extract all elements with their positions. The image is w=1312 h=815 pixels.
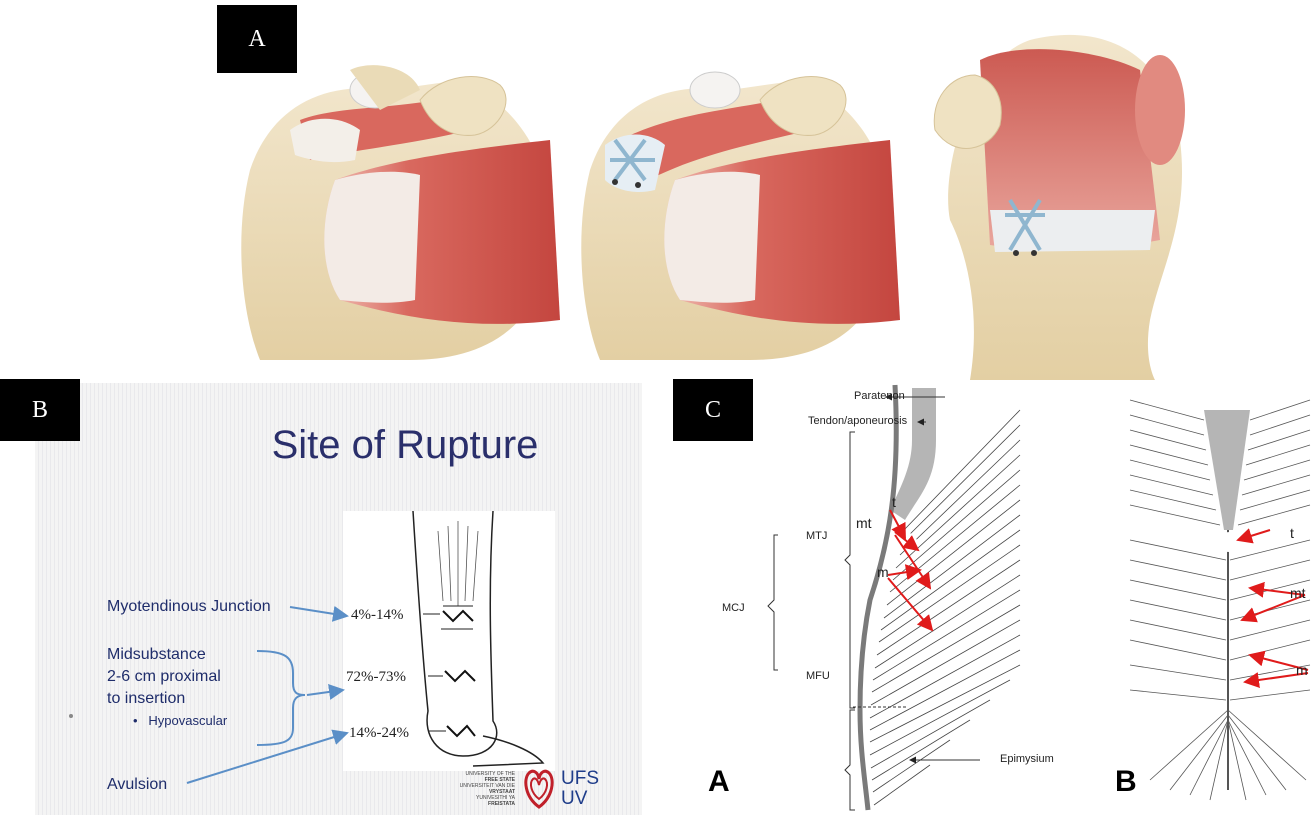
label-t-b: t xyxy=(1290,525,1294,541)
arrow-midsubstance xyxy=(307,690,343,695)
shoulder-figure-3 xyxy=(934,35,1185,380)
panel-b-slide: Site of Rupture Myotendinous Junction Mi… xyxy=(35,383,642,815)
label-m-a: m xyxy=(877,564,889,580)
label-mtj: MTJ xyxy=(806,530,827,542)
figure-a-mtj xyxy=(768,385,1020,810)
ufs-logo-small-text: UNIVERSITY OF THE FREE STATE UNIVERSITEI… xyxy=(453,771,515,807)
label-mfu: MFU xyxy=(806,670,830,682)
panel-b-arrows xyxy=(35,383,642,815)
label-m-b: m xyxy=(1296,662,1308,678)
shoulder-figure-1 xyxy=(241,65,560,360)
ufs-logo-text-2: UV xyxy=(561,789,587,809)
label-t-a: t xyxy=(892,494,896,510)
label-epimysium: Epimysium xyxy=(1000,753,1054,765)
figure-b-pennate xyxy=(1130,400,1310,800)
ufs-logo-mark xyxy=(521,769,557,809)
shoulder-figure-2 xyxy=(581,72,900,360)
panel-c-diagram xyxy=(690,380,1312,815)
arrow-avulsion xyxy=(187,733,347,783)
figure-a-letter: A xyxy=(708,765,730,799)
figure-b-letter: B xyxy=(1115,765,1137,799)
label-mt-b: mt xyxy=(1290,585,1306,601)
label-paratenon: Paratenon xyxy=(854,390,905,402)
arrow-myotendinous xyxy=(290,607,347,616)
slide-dot xyxy=(69,714,73,718)
panel-b-badge: B xyxy=(0,379,80,441)
label-mt-a: mt xyxy=(856,515,872,531)
label-mcj: MCJ xyxy=(722,602,745,614)
panel-a-illustration xyxy=(230,20,1312,380)
label-tendon-aponeurosis: Tendon/aponeurosis xyxy=(808,415,907,427)
brace-midsubstance xyxy=(257,651,305,745)
ufs-logo-text-1: UFS xyxy=(561,769,599,789)
